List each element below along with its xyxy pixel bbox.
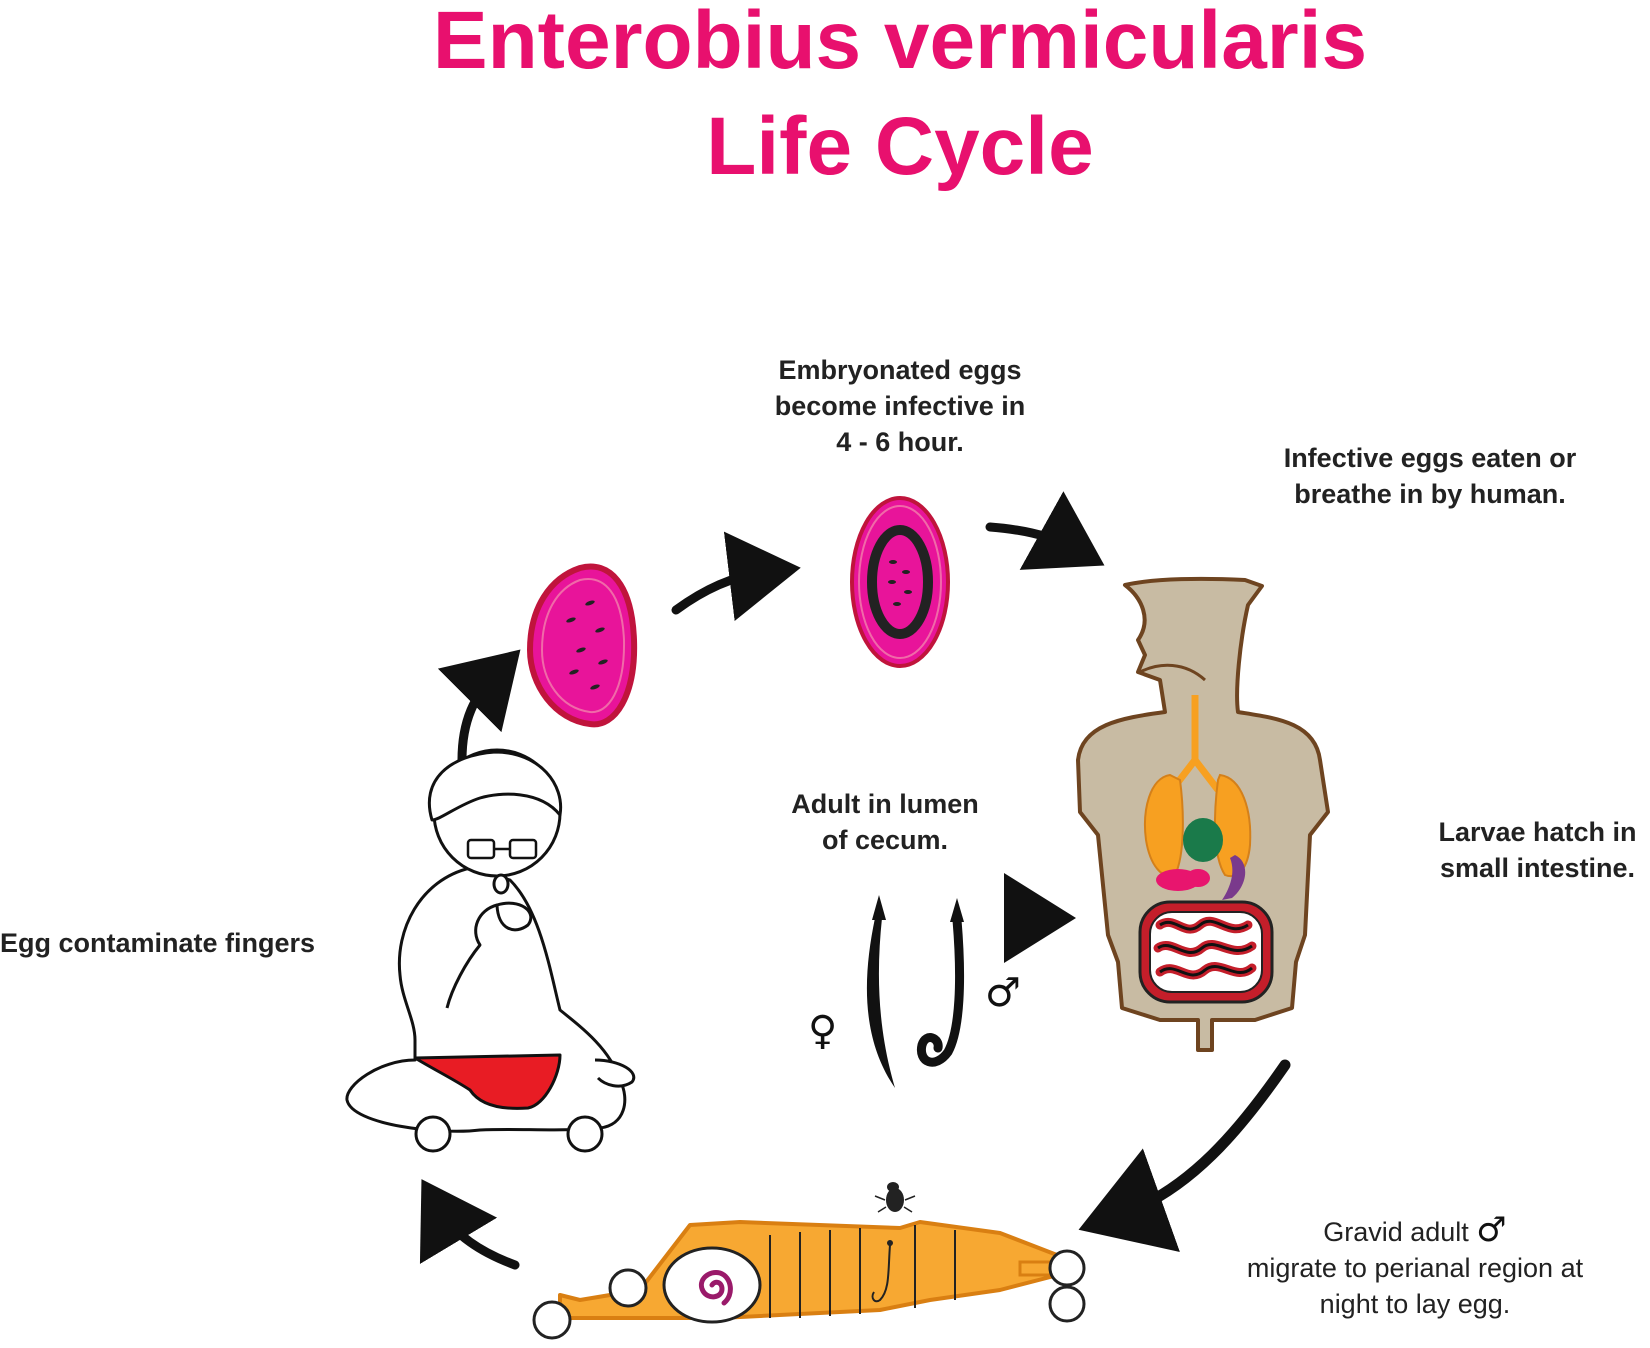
- label-larvae-line2: small intestine.: [1439, 853, 1636, 883]
- gravid-male-symbol: ♂: [1476, 1210, 1507, 1250]
- label-ingested: Infective eggs eaten or breathe in by hu…: [1240, 440, 1620, 512]
- embryonated-egg: [850, 496, 950, 668]
- lying-child: [532, 1182, 1086, 1340]
- label-adult-line1: Adult in lumen: [791, 789, 979, 819]
- arrow-gravid-to-person: [419, 1179, 520, 1270]
- male-symbol: ♂: [985, 970, 1021, 1016]
- label-gravid-line1-text: Gravid adult: [1323, 1217, 1469, 1247]
- arrow-person-to-egg: [437, 649, 521, 765]
- human-body: [1076, 576, 1330, 1052]
- label-contaminate: Egg contaminate fingers: [0, 928, 316, 958]
- male-worm: [916, 915, 965, 1067]
- unembryonated-egg: [526, 563, 638, 728]
- label-gravid-line2: migrate to perianal region at: [1246, 1253, 1584, 1283]
- arrow-egg-to-embryonated: [671, 531, 801, 621]
- adult-worms: [866, 895, 965, 1088]
- cycle-arrows: [419, 491, 1291, 1270]
- label-ingested-line2: breathe in by human.: [1294, 479, 1566, 509]
- arrow-human-to-gravid: [1078, 1059, 1291, 1252]
- label-ingested-line1: Infective eggs eaten or: [1283, 443, 1577, 473]
- label-gravid-line3: night to lay egg.: [1319, 1289, 1511, 1319]
- label-embryonated: Embryonated eggs become infective in 4 -…: [740, 352, 1060, 460]
- label-gravid: Gravid adult ♂ migrate to perianal regio…: [1195, 1212, 1635, 1322]
- label-larvae: Larvae hatch in small intestine.: [1420, 814, 1650, 886]
- label-larvae-line1: Larvae hatch in: [1438, 817, 1637, 847]
- label-embryonated-line2: become infective in: [774, 391, 1026, 421]
- page-title-line2: Life Cycle: [706, 101, 1094, 192]
- female-symbol: ♀: [808, 1008, 838, 1054]
- person-figure: [345, 748, 636, 1153]
- label-embryonated-line1: Embryonated eggs: [778, 355, 1022, 385]
- label-gravid-line1: Gravid adult ♂: [1195, 1212, 1635, 1250]
- label-embryonated-line3: 4 - 6 hour.: [836, 427, 964, 457]
- arrow-embryonated-to-human: [985, 491, 1105, 570]
- page-title-line1: Enterobius vermicularis: [432, 0, 1368, 86]
- label-adult: Adult in lumen of cecum.: [750, 786, 1020, 858]
- label-adult-line2: of cecum.: [821, 825, 949, 855]
- female-worm: [866, 918, 895, 1088]
